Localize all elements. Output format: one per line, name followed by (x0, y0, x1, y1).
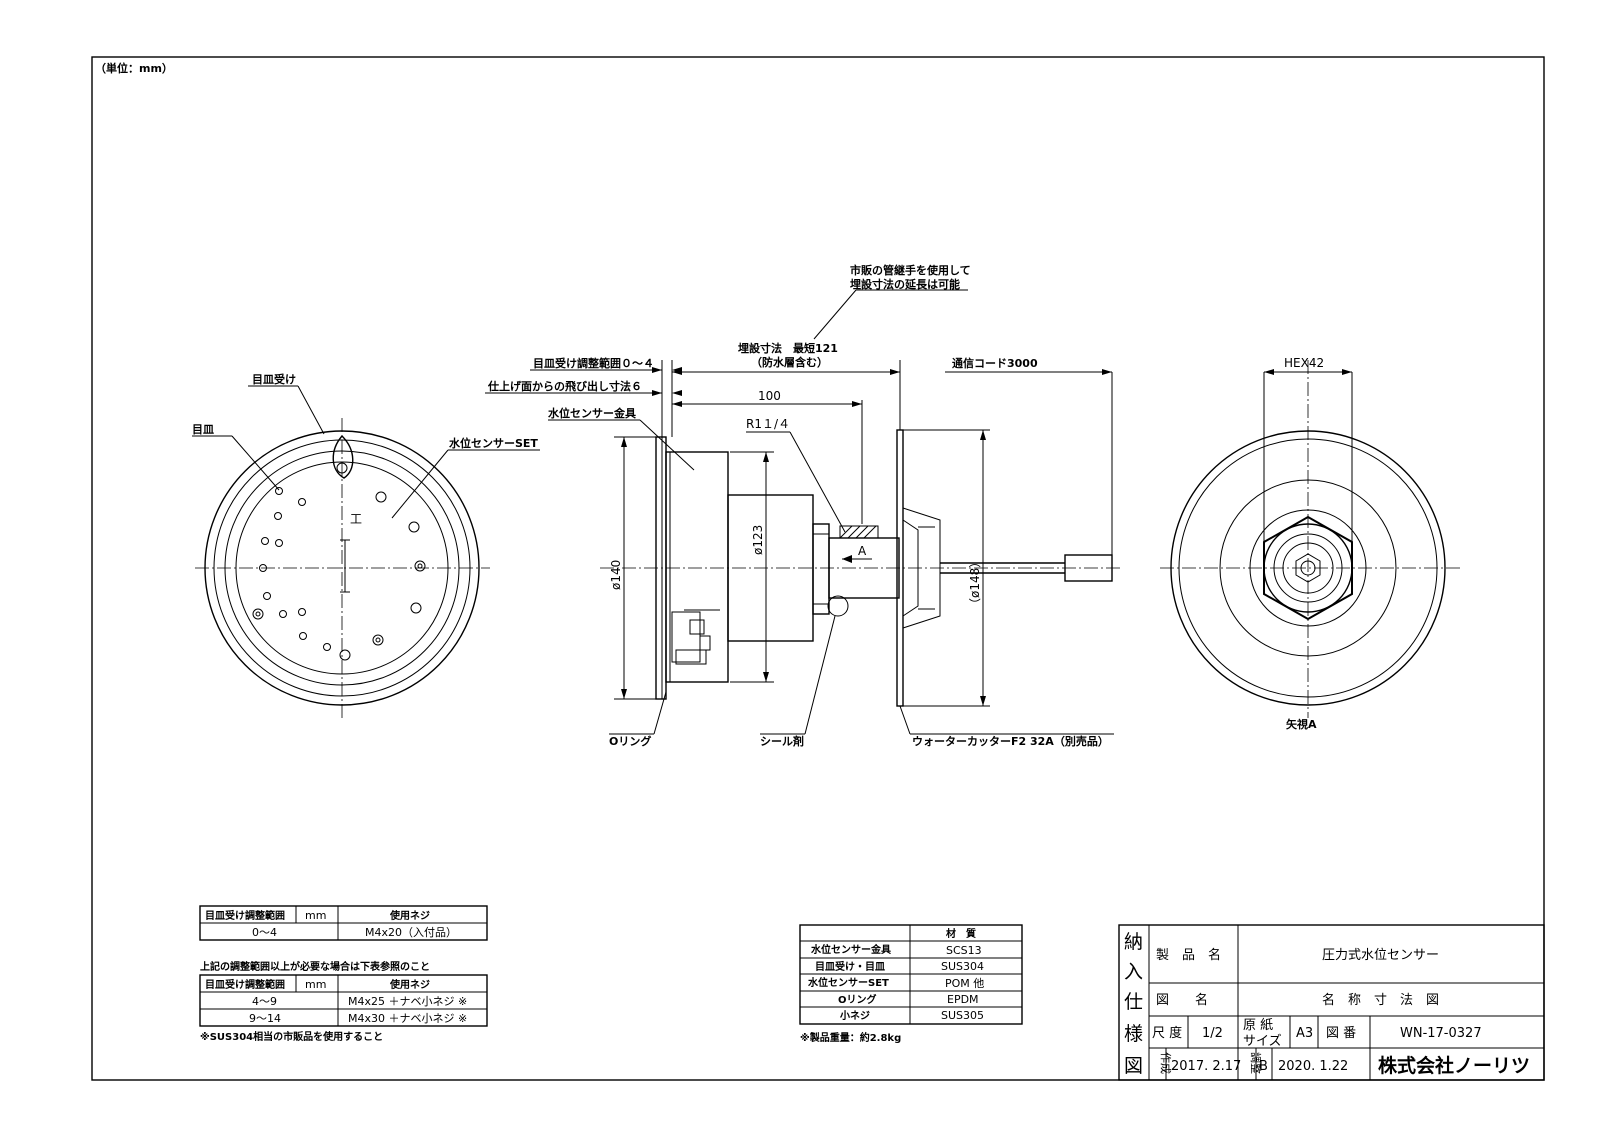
sealant-label: シール剤 (760, 734, 804, 748)
front-sensor-set-label: 水位センサーSET (449, 436, 538, 450)
cable-label: 通信コード3000 (952, 356, 1038, 370)
protrusion-label: 仕上げ面からの飛び出し寸法６ (487, 379, 642, 393)
scale-label: 尺 度 (1152, 1025, 1182, 1041)
mat-r2c1: 目皿受け・目皿 (815, 960, 885, 973)
svg-text:工: 工 (350, 512, 362, 526)
mat-r2c2: SUS304 (941, 960, 984, 973)
front-view: 工 目皿受け 目皿 水位センサーSET (192, 372, 540, 718)
front-receiver-label: 目皿受け (252, 372, 296, 386)
embed-dim-label: 埋設寸法 最短121 (738, 341, 838, 355)
stamp-4: 様 (1124, 1023, 1143, 1045)
screw-icon (336, 462, 426, 661)
sheet-border (91, 56, 1545, 1081)
view-a: HEX42 矢視A (1160, 356, 1460, 731)
t2-r2c2: M4x30 ＋ナベ小ネジ ※ (348, 1012, 467, 1025)
t1-r1c1: 0～4 (252, 926, 277, 939)
adjust-range-label: 目皿受け調整範囲０～４ (533, 356, 654, 370)
embed-dim-note: （防水層含む） (751, 355, 828, 369)
revision-value: B (1259, 1059, 1268, 1074)
mat-r4c1: Oリング (838, 993, 877, 1006)
created-label: 作成 (1159, 1052, 1172, 1074)
screw-footnote: ※SUS304相当の市販品を使用すること (200, 1030, 383, 1043)
t2-r1c1: 4～9 (252, 995, 277, 1008)
arrow-a-label: A (858, 544, 867, 558)
scale-value: 1/2 (1202, 1026, 1223, 1041)
screw-note: 上記の調整範囲以上が必要な場合は下表参照のこと (200, 960, 430, 973)
t1-h1: 目皿受け調整範囲 (205, 909, 285, 922)
t2-r1c2: M4x25 ＋ナベ小ネジ ※ (348, 995, 467, 1008)
front-cover-label: 目皿 (192, 423, 214, 436)
product-value: 圧力式水位センサー (1322, 948, 1439, 963)
note-line2: 埋設寸法の延長は可能 (850, 277, 960, 291)
dia140-label: ø140 (609, 560, 623, 590)
t2-r2c1: 9～14 (249, 1012, 281, 1025)
screw-table-2: 目皿受け調整範囲 mm 使用ネジ 4～9 M4x25 ＋ナベ小ネジ ※ 9～14… (199, 974, 488, 1027)
created-value: 2017. 2.17 (1171, 1059, 1241, 1074)
dia123-label: ø123 (751, 525, 765, 555)
t2-h1: 目皿受け調整範囲 (205, 978, 285, 991)
revised-value: 2020. 1.22 (1278, 1059, 1348, 1074)
t2-h3: 使用ネジ (389, 978, 430, 991)
screw-table-1: 目皿受け調整範囲 mm 使用ネジ 0～4 M4x20（入付品） (199, 905, 488, 941)
units-label: （単位：mm） (95, 61, 173, 75)
t1-r1c2: M4x20（入付品） (365, 926, 457, 939)
paper-label-2: サイズ (1243, 1033, 1282, 1049)
t2-h2: mm (305, 978, 326, 991)
dia148-label: （ø148） (968, 556, 982, 610)
title-block: 納 入 仕 様 図 製 品 名 圧力式水位センサー 図 名 名 称 寸 法 図 … (1118, 924, 1545, 1081)
company-logo: 株式会社ノーリツ (1378, 1054, 1530, 1077)
material-table: 材 質 水位センサー金具 SCS13 目皿受け・目皿 SUS304 水位センサー… (799, 924, 1023, 1025)
stamp-1: 納 (1124, 931, 1143, 953)
note-line1: 市販の管継手を使用して (850, 263, 971, 277)
thread-hatch-icon (839, 525, 879, 539)
paper-label-1: 原 紙 (1243, 1018, 1273, 1033)
thread-label: R1１/４ (746, 417, 790, 431)
mat-r1c1: 水位センサー金具 (810, 943, 891, 956)
hex-label: HEX42 (1284, 356, 1324, 370)
stamp-5: 図 (1124, 1055, 1143, 1077)
mat-r3c1: 水位センサーSET (807, 976, 889, 989)
water-cutter-label: ウォーターカッターF2 32A（別売品） (912, 734, 1109, 748)
product-label: 製 品 名 (1156, 947, 1221, 963)
stamp-2: 入 (1124, 961, 1143, 983)
revised-label: 調整 (1249, 1052, 1263, 1074)
number-label: 図 番 (1326, 1026, 1356, 1041)
fitting-detail-icon (671, 609, 720, 665)
mat-header: 材 質 (946, 927, 976, 940)
sensor-fitting-label: 水位センサー金具 (548, 406, 636, 420)
view-a-label: 矢視A (1286, 717, 1317, 731)
mat-r3c2: POM 他 (945, 977, 984, 990)
weight-note: ※製品重量：約2.8kg (800, 1031, 901, 1044)
stamp-3: 仕 (1124, 991, 1143, 1013)
t1-h3: 使用ネジ (389, 909, 430, 922)
mat-r5c2: SUS305 (941, 1009, 984, 1022)
cover-hole-icon (252, 487, 331, 651)
dim-100-label: 100 (758, 389, 781, 403)
drawing-label: 図 名 (1156, 992, 1208, 1008)
paper-value: A3 (1296, 1026, 1313, 1041)
mat-r4c2: EPDM (947, 993, 979, 1006)
t1-h2: mm (305, 909, 326, 922)
number-value: WN-17-0327 (1400, 1026, 1482, 1041)
side-view: A ø140 ø123 （ø148） (485, 263, 1120, 748)
oring-label: Oリング (609, 734, 651, 748)
drawing-value: 名 称 寸 法 図 (1322, 992, 1439, 1008)
mat-r5c1: 小ネジ (839, 1009, 870, 1022)
mat-r1c2: SCS13 (946, 944, 982, 957)
